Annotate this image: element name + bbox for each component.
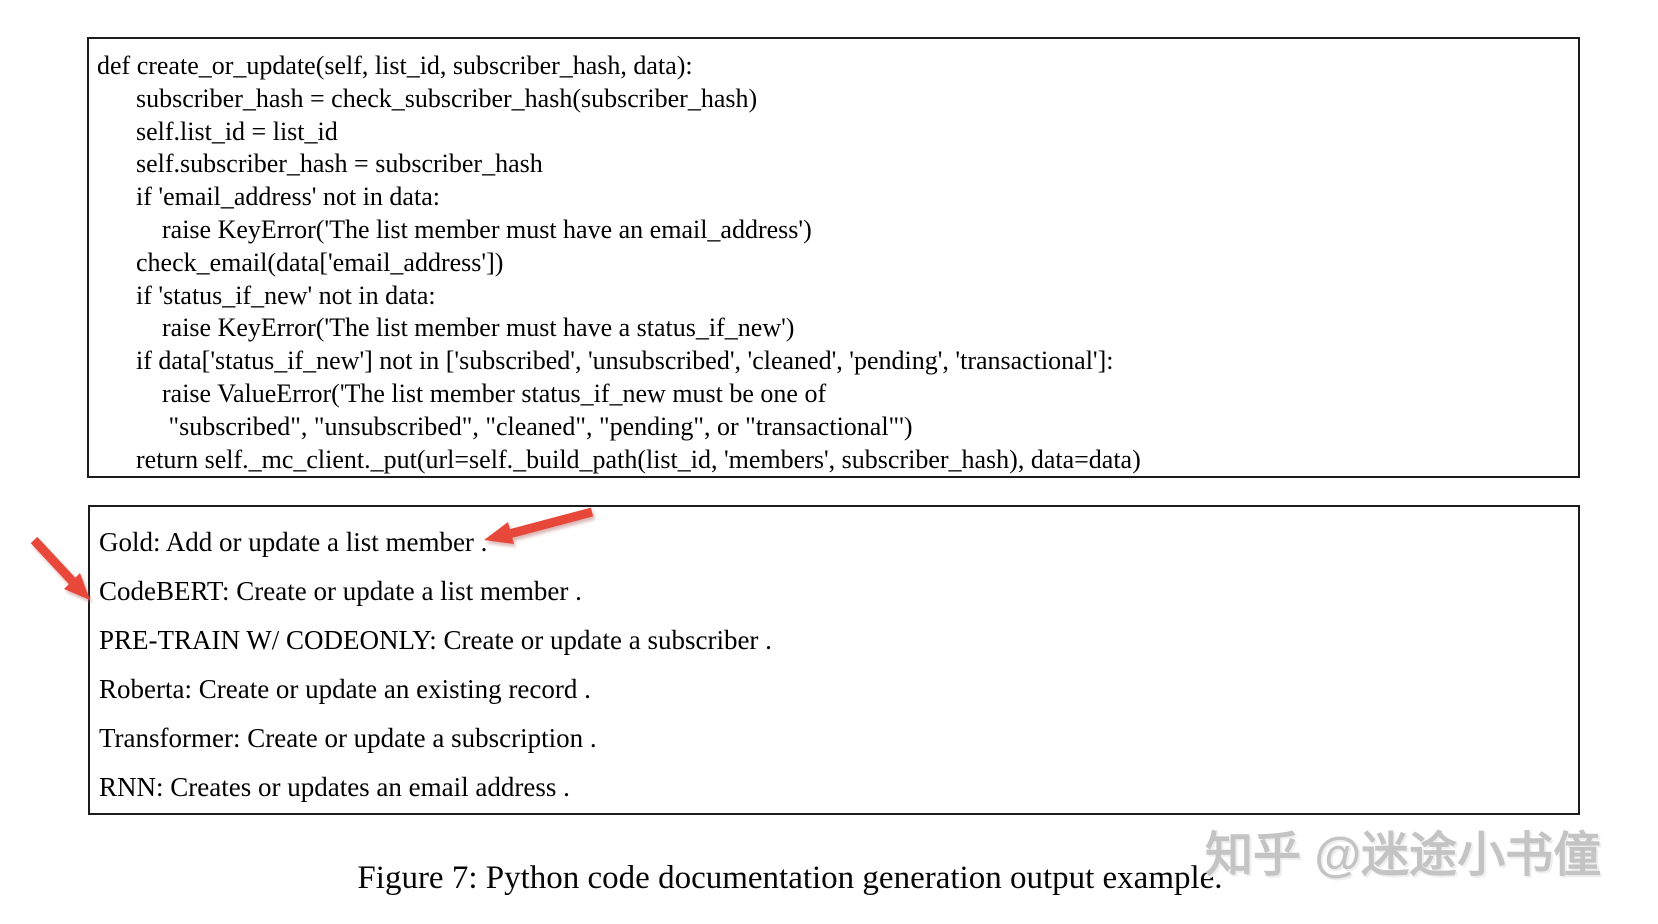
code-line: "subscribed", "unsubscribed", "cleaned",… (97, 411, 913, 441)
code-snippet-box: def create_or_update(self, list_id, subs… (87, 37, 1580, 478)
code-line: if data['status_if_new'] not in ['subscr… (97, 346, 1114, 376)
code-line: if 'status_if_new' not in data: (97, 280, 436, 310)
arrow-to-codebert-line-icon (30, 536, 90, 600)
watermark: 知乎 @迷途小书僮 (1205, 829, 1602, 882)
code-line: check_email(data['email_address']) (97, 247, 504, 277)
code-line: self.list_id = list_id (97, 116, 338, 146)
output-line-rnn: RNN: Creates or updates an email address… (99, 772, 570, 802)
output-line-transformer: Transformer: Create or update a subscrip… (99, 723, 597, 753)
output-line-pretrain-codeonly: PRE-TRAIN W/ CODEONLY: Create or update … (99, 625, 772, 655)
output-line-gold: Gold: Add or update a list member . (99, 527, 488, 557)
code-line: if 'email_address' not in data: (97, 182, 440, 212)
code-line: raise KeyError('The list member must hav… (97, 214, 812, 244)
code-line: subscriber_hash = check_subscriber_hash(… (97, 83, 758, 113)
code-line: return self._mc_client._put(url=self._bu… (97, 444, 1141, 474)
code-line: def create_or_update(self, list_id, subs… (97, 51, 693, 80)
figure-caption: Figure 7: Python code documentation gene… (357, 860, 1223, 896)
model-outputs-box: Gold: Add or update a list member . Code… (88, 505, 1580, 815)
output-line-roberta: Roberta: Create or update an existing re… (99, 674, 591, 704)
code-line: raise KeyError('The list member must hav… (97, 313, 795, 343)
code-line: self.subscriber_hash = subscriber_hash (97, 149, 543, 179)
code-line: raise ValueError('The list member status… (97, 378, 827, 408)
output-line-codebert: CodeBERT: Create or update a list member… (99, 576, 582, 606)
